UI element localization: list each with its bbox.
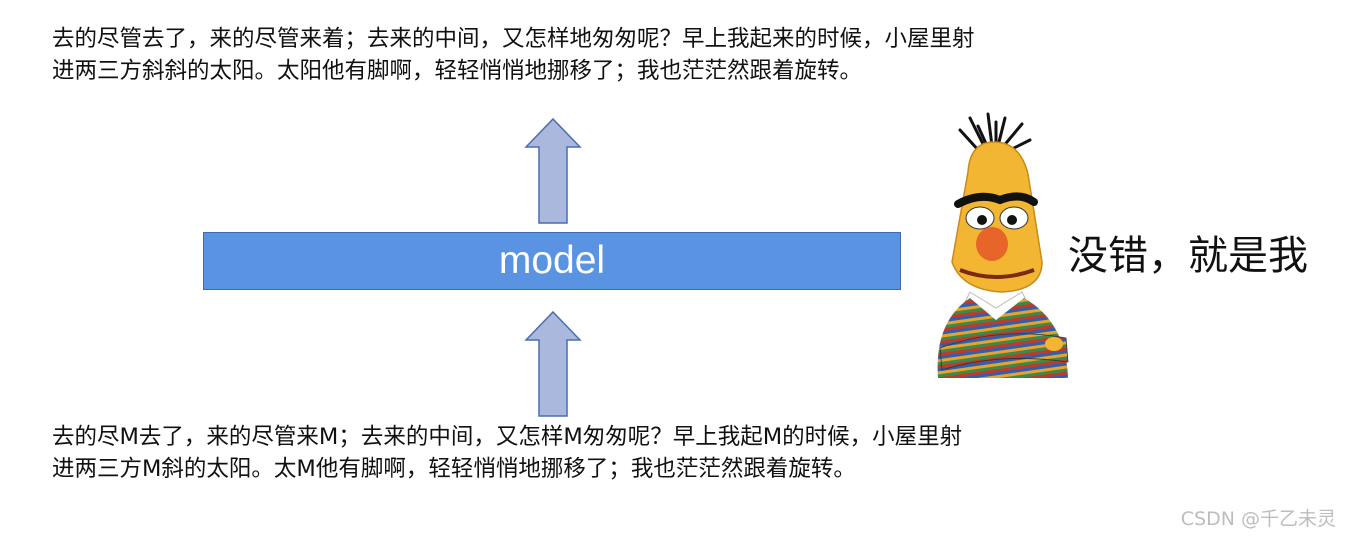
input-text: 去的尽M去了，来的尽管来M；去来的中间，又怎样M匆匆呢？早上我起M的时候，小屋里… bbox=[52, 421, 962, 485]
model-box: model bbox=[203, 232, 901, 290]
puppet-character-icon bbox=[937, 112, 1069, 378]
output-text: 去的尽管去了，来的尽管来着；去来的中间，又怎样地匆匆呢？早上我起来的时候，小屋里… bbox=[52, 23, 975, 87]
output-text-line-1: 去的尽管去了，来的尽管来着；去来的中间，又怎样地匆匆呢？早上我起来的时候，小屋里… bbox=[52, 26, 975, 52]
up-arrow-icon bbox=[524, 117, 582, 224]
output-text-line-2: 进两三方斜斜的太阳。太阳他有脚啊，轻轻悄悄地挪移了；我也茫茫然跟着旋转。 bbox=[52, 58, 863, 84]
watermark: CSDN @千乙未灵 bbox=[1180, 508, 1336, 530]
model-label: model bbox=[498, 239, 606, 282]
up-arrow-icon bbox=[524, 310, 582, 417]
input-text-line-1: 去的尽M去了，来的尽管来M；去来的中间，又怎样M匆匆呢？早上我起M的时候，小屋里… bbox=[52, 424, 963, 450]
speech-text: 没错，就是我 bbox=[1068, 233, 1308, 279]
input-text-line-2: 进两三方M斜的太阳。太M他有脚啊，轻轻悄悄地挪移了；我也茫茫然跟着旋转。 bbox=[52, 456, 856, 482]
